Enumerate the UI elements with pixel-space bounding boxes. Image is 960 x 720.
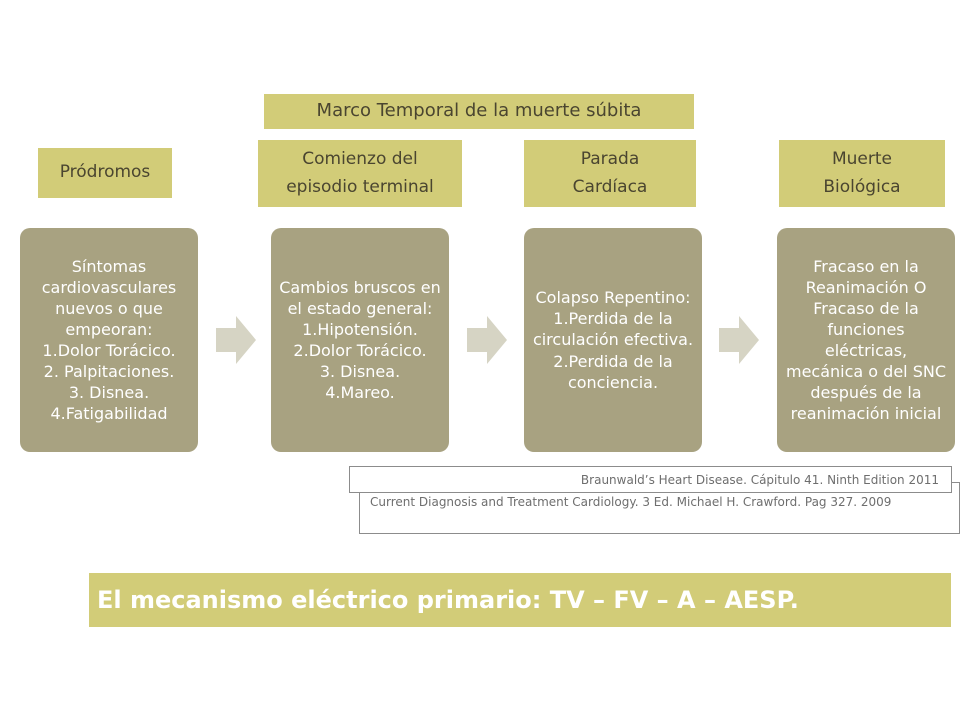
phase-box-parada: Colapso Repentino: 1.Perdida de la circu… — [524, 228, 702, 452]
diagram-title: Marco Temporal de la muerte súbita — [264, 94, 694, 129]
primary-mechanism-banner: El mecanismo eléctrico primario: TV – FV… — [89, 573, 951, 627]
phase-label-muerte: Muerte Biológica — [779, 140, 945, 207]
arrow-right-icon — [719, 316, 759, 364]
phase-box-prodromos: Síntomas cardiovasculares nuevos o que e… — [20, 228, 198, 452]
phase-box-muerte: Fracaso en la Reanimación O Fracaso de l… — [777, 228, 955, 452]
phase-label-parada: Parada Cardíaca — [524, 140, 696, 207]
arrow-right-icon — [216, 316, 256, 364]
phase-box-comienzo: Cambios bruscos en el estado general: 1.… — [271, 228, 449, 452]
phase-label-prodromos: Pródromos — [38, 148, 172, 198]
arrow-right-icon — [467, 316, 507, 364]
phase-label-comienzo: Comienzo del episodio terminal — [258, 140, 462, 207]
citation-primary: Braunwald’s Heart Disease. Cápitulo 41. … — [349, 466, 952, 493]
